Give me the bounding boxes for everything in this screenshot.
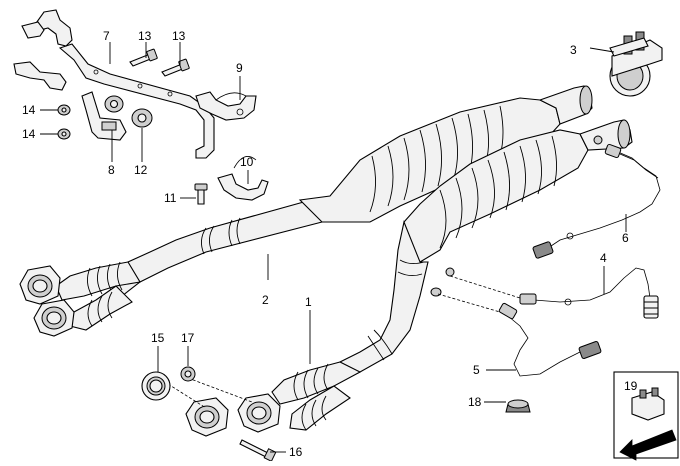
callout-14-lower: 14 [22, 127, 36, 141]
grommet-18[interactable] [505, 399, 531, 413]
callout-10: 10 [240, 155, 254, 169]
callout-3: 3 [570, 43, 577, 57]
ring-17[interactable] [180, 366, 196, 382]
rubber-mount-12[interactable] [131, 108, 153, 128]
inset-box-19[interactable] [613, 371, 679, 461]
bracket-7[interactable] [13, 9, 215, 159]
install-line-sensor-4 [449, 275, 521, 299]
callout-16: 16 [289, 445, 303, 459]
callout-18: 18 [468, 395, 482, 409]
bolt-11[interactable] [194, 183, 208, 205]
callout-6: 6 [622, 231, 629, 245]
leader-lines [40, 42, 627, 453]
rubber-mount[interactable] [104, 95, 124, 113]
clamp-10[interactable] [217, 156, 269, 201]
callout-14-upper: 14 [22, 103, 36, 117]
callout-8: 8 [108, 163, 115, 177]
bolt-16[interactable] [239, 439, 277, 462]
callout-13-right: 13 [172, 29, 186, 43]
callout-9: 9 [236, 61, 243, 75]
clamp-3[interactable] [609, 31, 663, 97]
callout-12: 12 [134, 163, 148, 177]
install-line-sensor-5 [437, 293, 501, 313]
oxygen-sensor-6[interactable] [532, 143, 661, 259]
bracket-8[interactable] [81, 91, 127, 141]
callout-2: 2 [262, 293, 269, 307]
nut-14-lower[interactable] [57, 128, 71, 140]
callout-1: 1 [305, 295, 312, 309]
gasket-15[interactable] [141, 371, 171, 401]
exhaust-pipe-2[interactable] [19, 197, 323, 337]
exhaust-pipe-1[interactable] [185, 220, 429, 437]
oxygen-sensor-5[interactable] [498, 302, 602, 377]
callout-11: 11 [164, 191, 177, 205]
install-line-ring [187, 377, 253, 403]
callout-5: 5 [473, 363, 480, 377]
nut-14-upper[interactable] [57, 104, 71, 116]
clamp-9[interactable] [195, 91, 257, 121]
callout-7: 7 [103, 29, 110, 43]
oxygen-sensor-4[interactable] [519, 267, 659, 319]
bolt-13-right[interactable] [161, 58, 190, 77]
callout-19: 19 [624, 379, 638, 393]
callout-4: 4 [600, 251, 607, 265]
bolt-13-left[interactable] [129, 48, 158, 67]
install-line-gasket [167, 383, 207, 409]
callout-13-left: 13 [138, 29, 152, 43]
arrow-icon [619, 429, 677, 461]
callout-17: 17 [181, 331, 195, 345]
catalytic-converter-upper[interactable] [298, 85, 593, 223]
callout-15: 15 [151, 331, 165, 345]
